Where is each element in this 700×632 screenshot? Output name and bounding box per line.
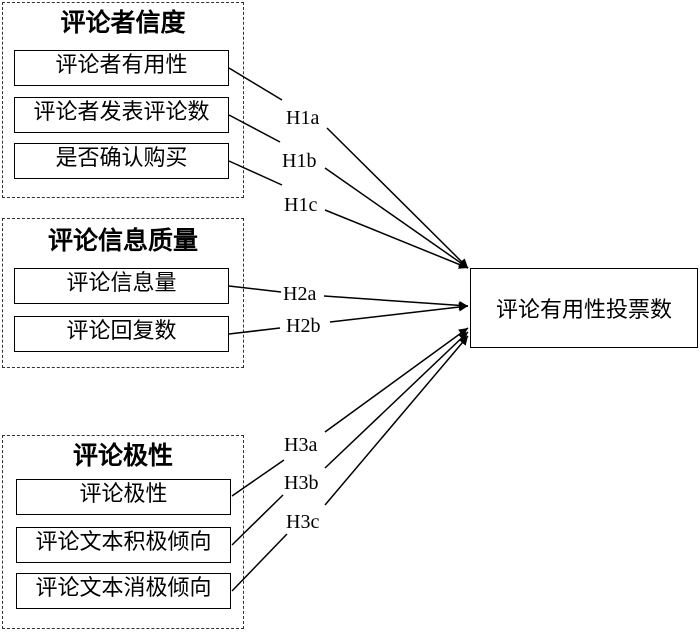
factor-confirmed-purchase: 是否确认购买 bbox=[14, 143, 229, 179]
arrow-h3b-start bbox=[231, 494, 284, 546]
factor-reviewer-review-count: 评论者发表评论数 bbox=[14, 97, 229, 133]
path-h3c: H3c bbox=[231, 335, 469, 592]
label-h1c: H1c bbox=[284, 194, 317, 216]
group-title-review-information-quality: 评论信息质量 bbox=[47, 226, 198, 255]
group-title-review-polarity: 评论极性 bbox=[72, 441, 173, 470]
label-h2a: H2a bbox=[283, 283, 316, 305]
factor-review-polarity: 评论极性 bbox=[16, 479, 231, 515]
arrow-h3b-end bbox=[324, 331, 469, 469]
factor-review-reply-count: 评论回复数 bbox=[14, 316, 229, 352]
factor-reviewer-helpfulness: 评论者有用性 bbox=[14, 50, 229, 86]
arrow-h2b-end bbox=[329, 302, 469, 323]
factor-positive-text-tendency: 评论文本积极倾向 bbox=[16, 527, 231, 563]
label-h3c: H3c bbox=[286, 511, 319, 533]
arrow-h1b-end bbox=[324, 167, 469, 269]
label-h1b: H1b bbox=[282, 150, 316, 172]
arrow-h3c-end bbox=[324, 335, 469, 506]
group-review-polarity: 评论极性 bbox=[2, 435, 244, 629]
group-reviewer-credibility: 评论者信度 bbox=[2, 2, 244, 198]
path-h1c: H1c bbox=[228, 160, 469, 269]
arrow-h2a-end bbox=[323, 295, 469, 310]
arrow-h3c-start bbox=[231, 533, 288, 592]
arrow-h1b-start bbox=[228, 114, 281, 143]
arrow-h1a-end bbox=[326, 127, 469, 269]
group-title-reviewer-credibility: 评论者信度 bbox=[60, 8, 186, 37]
label-h2b: H2b bbox=[286, 315, 320, 337]
path-h2a: H2a bbox=[228, 283, 469, 310]
label-h3b: H3b bbox=[284, 472, 318, 494]
path-h3b: H3b bbox=[231, 331, 469, 546]
label-h1a: H1a bbox=[286, 107, 319, 129]
arrow-h2a-start bbox=[228, 285, 282, 293]
path-h1b: H1b bbox=[228, 114, 469, 269]
arrow-h3a-start bbox=[231, 459, 285, 497]
label-h3a: H3a bbox=[284, 434, 317, 456]
arrow-h1a-start bbox=[228, 67, 283, 101]
path-h1a: H1a bbox=[228, 67, 469, 269]
group-review-information-quality: 评论信息质量 bbox=[2, 218, 244, 368]
path-h3a: H3a bbox=[231, 327, 469, 497]
factor-review-information-amount: 评论信息量 bbox=[14, 268, 229, 304]
target-review-helpfulness-votes: 评论有用性投票数 bbox=[470, 268, 698, 348]
arrow-h2b-start bbox=[228, 327, 281, 335]
arrow-h3a-end bbox=[324, 327, 469, 433]
factor-negative-text-tendency: 评论文本消极倾向 bbox=[16, 573, 231, 609]
arrow-h1c-start bbox=[228, 160, 283, 186]
path-h2b: H2b bbox=[228, 302, 469, 337]
arrow-h1c-end bbox=[324, 209, 469, 269]
